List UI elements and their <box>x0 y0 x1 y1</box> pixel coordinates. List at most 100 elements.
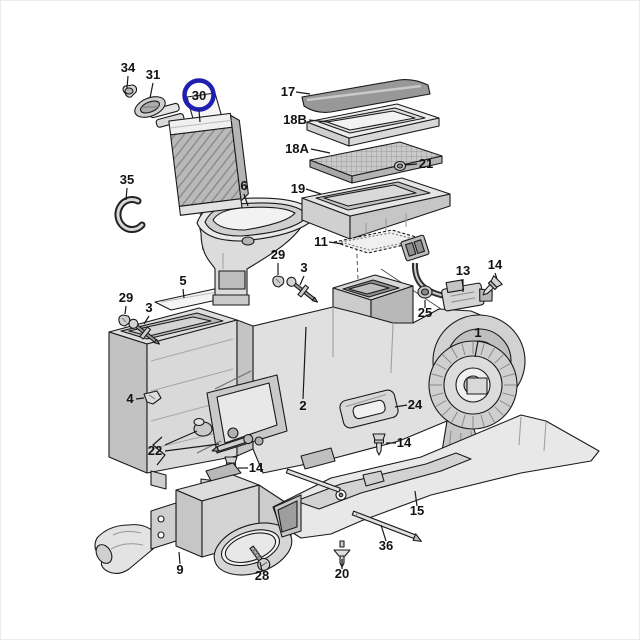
part-label-19: 19 <box>291 181 305 196</box>
leader-line-22 <box>152 436 166 466</box>
part-17-cover-strip <box>301 79 431 113</box>
part-22-fasteners <box>193 417 254 452</box>
leader-line-19 <box>305 188 322 195</box>
highlight-circle-part-30 <box>182 78 216 112</box>
leader-line-22-1 <box>164 430 198 446</box>
part-31-flange-gasket <box>134 96 166 118</box>
part-label-2: 2 <box>299 398 306 413</box>
part-label-14-center: 14 <box>397 435 412 450</box>
leader-line-11 <box>328 241 344 245</box>
part-20-push-pin <box>333 540 351 568</box>
blower-fin <box>461 414 466 427</box>
blower-fin <box>494 354 504 364</box>
leader-line-9 <box>178 551 181 565</box>
leader-line-15 <box>414 490 418 507</box>
blower-fin <box>480 414 485 427</box>
part-3-screw-upper <box>286 276 318 303</box>
part-13-blower-resistor-harness <box>400 234 493 312</box>
part-14-pin-center <box>372 433 386 456</box>
part-label-3-upper: 3 <box>300 260 307 275</box>
part-4-clip <box>143 390 162 405</box>
part-24-bracket <box>339 389 399 429</box>
part-34-clamp <box>122 84 138 98</box>
blower-fin <box>502 392 515 397</box>
part-label-14-upper-right: 14 <box>488 257 503 272</box>
blower-fin <box>502 373 515 378</box>
part-label-1: 1 <box>474 325 481 340</box>
part-label-20: 20 <box>335 566 349 581</box>
part-label-22: 22 <box>148 443 162 458</box>
blower-fin <box>431 392 444 397</box>
leader-line-29-left <box>124 305 127 315</box>
part-label-6: 6 <box>240 178 247 193</box>
part-29-clip-upper <box>272 275 285 288</box>
leader-line-4 <box>135 397 145 400</box>
part-label-14-lower-left: 14 <box>249 460 264 475</box>
part-label-28: 28 <box>255 568 269 583</box>
leader-line-24 <box>394 404 408 408</box>
part-label-29-upper: 29 <box>271 247 285 262</box>
blower-fin <box>442 406 452 416</box>
blower-fin <box>435 400 447 407</box>
leader-line-3-left <box>143 315 150 325</box>
part-label-11: 11 <box>314 234 328 249</box>
leader-line-35 <box>125 187 128 201</box>
blower-fin <box>461 343 466 356</box>
part-15-floor-duct <box>272 414 600 539</box>
part-label-18B: 18B <box>283 112 307 127</box>
part-label-15: 15 <box>410 503 424 518</box>
blower-fin <box>451 347 458 359</box>
leader-line-21 <box>404 163 418 166</box>
part-label-4: 4 <box>126 391 134 406</box>
blower-fin <box>488 411 495 423</box>
leader-line-18B <box>308 119 329 123</box>
part-label-13: 13 <box>456 263 470 278</box>
part-21-grommet <box>393 160 407 172</box>
leader-line-31 <box>149 82 154 99</box>
part-label-5: 5 <box>179 273 186 288</box>
part-35-retaining-clip <box>114 196 146 234</box>
leader-line-17 <box>295 91 311 95</box>
part-label-35: 35 <box>120 172 134 187</box>
blower-fin <box>499 400 511 407</box>
leader-line-3-upper <box>299 275 305 286</box>
part-18B-filter-frame <box>306 103 440 147</box>
leader-line-30 <box>198 109 201 123</box>
part-label-17: 17 <box>281 84 295 99</box>
part-19-filter-tray <box>301 177 451 240</box>
blower-fin <box>451 411 458 423</box>
part-label-9: 9 <box>176 562 183 577</box>
blower-fin <box>435 363 447 370</box>
part-label-24: 24 <box>408 397 423 412</box>
part-25-grommet <box>417 285 433 299</box>
part-14-screw-upper-right <box>482 275 503 296</box>
leader-line-28 <box>259 561 263 572</box>
blower-fin <box>442 354 452 364</box>
part-label-29-left: 29 <box>119 290 133 305</box>
part-36-rod-screw <box>351 510 422 542</box>
leader-line-5 <box>182 288 185 299</box>
part-label-25: 25 <box>418 305 432 320</box>
part-label-3-left: 3 <box>145 300 152 315</box>
blower-fin <box>494 406 504 416</box>
part-label-34: 34 <box>121 60 136 75</box>
leader-line-2 <box>302 326 307 400</box>
blower-fin <box>499 363 511 370</box>
leader-line-6 <box>243 193 249 207</box>
part-label-30: 30 <box>192 88 206 103</box>
leader-line-1 <box>474 340 479 358</box>
blower-fin <box>488 347 495 359</box>
part-label-21: 21 <box>419 156 433 171</box>
part-label-18A: 18A <box>285 141 309 156</box>
blower-fin <box>480 343 485 356</box>
leader-line-34 <box>126 75 129 89</box>
part-11-gasket <box>333 229 427 254</box>
part-label-31: 31 <box>146 67 160 82</box>
leader-line-18A <box>310 148 331 154</box>
leader-line-14-upper-right <box>494 272 498 280</box>
part-3-screw-left <box>128 318 160 345</box>
leader-line-36 <box>380 524 387 542</box>
